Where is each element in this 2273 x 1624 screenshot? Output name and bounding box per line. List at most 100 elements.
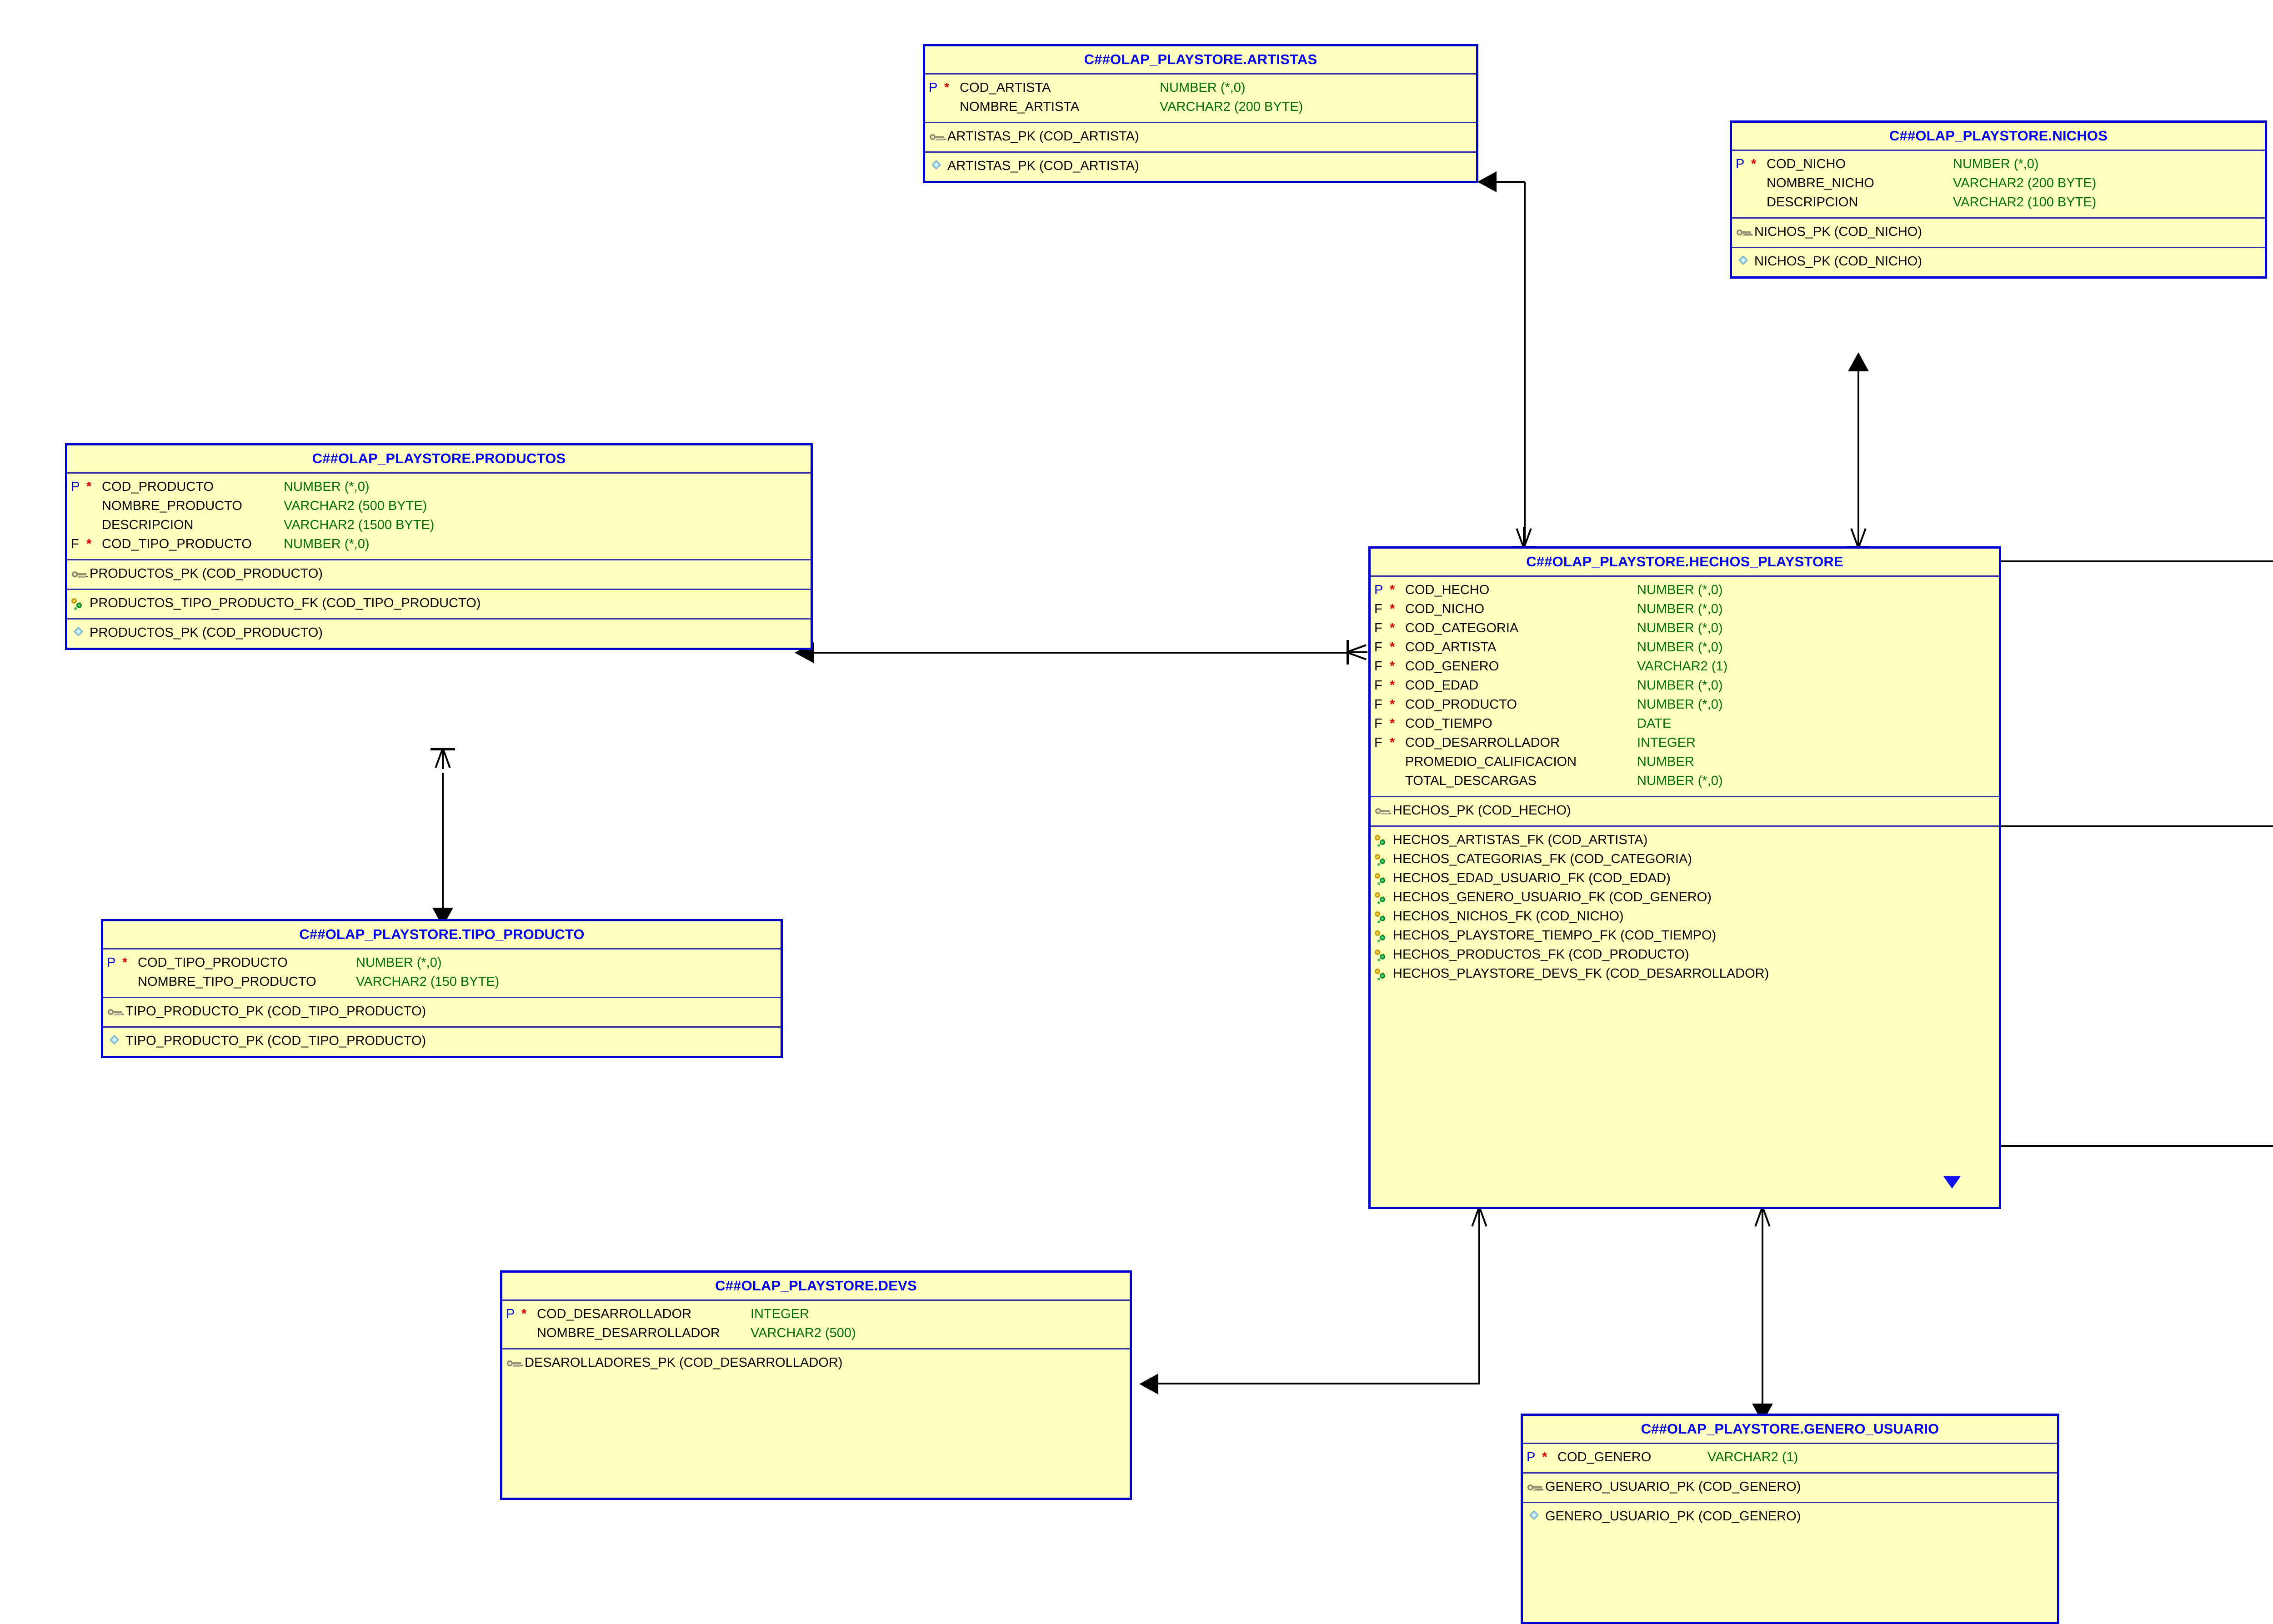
attribute-type: VARCHAR2 (1500 BYTE)	[284, 518, 435, 532]
attribute-name: COD_PRODUCTO	[1405, 697, 1517, 712]
foreign-key-row[interactable]: HECHOS_PRODUCTOS_FK (COD_PRODUCTO)	[1371, 945, 1999, 964]
foreign-key-row[interactable]: HECHOS_EDAD_USUARIO_FK (COD_EDAD)	[1371, 869, 1999, 888]
fk-section-productos: PRODUCTOS_TIPO_PRODUCTO_FK (COD_TIPO_PRO…	[67, 590, 811, 620]
entity-productos[interactable]: C##OLAP_PLAYSTORE.PRODUCTOS P * COD_PROD…	[65, 443, 813, 650]
attribute-type: VARCHAR2 (500 BYTE)	[284, 499, 427, 513]
mandatory-flag: *	[1390, 697, 1395, 712]
attribute-row: P * COD_PRODUCTO NUMBER (*,0)	[67, 478, 811, 497]
foreign-key-row[interactable]: HECHOS_CATEGORIAS_FK (COD_CATEGORIA)	[1371, 850, 1999, 869]
attribute-type: INTEGER	[1637, 735, 1696, 750]
foreign-key-row[interactable]: PRODUCTOS_TIPO_PRODUCTO_FK (COD_TIPO_PRO…	[67, 594, 811, 613]
attribute-name: COD_EDAD	[1405, 678, 1479, 693]
pk-flag: P	[1374, 583, 1383, 597]
connector-hechos-genero-usuario	[1762, 1209, 1763, 1411]
attribute-row: TOTAL_DESCARGAS NUMBER (*,0)	[1371, 772, 1999, 791]
index-label: TIPO_PRODUCTO_PK (COD_TIPO_PRODUCTO)	[125, 1034, 426, 1048]
more-content-triangle[interactable]	[1943, 1176, 1961, 1189]
attribute-section-tipo-producto: P * COD_TIPO_PRODUCTO NUMBER (*,0) NOMBR…	[103, 949, 781, 998]
entity-devs[interactable]: C##OLAP_PLAYSTORE.DEVS P * COD_DESARROLL…	[500, 1270, 1132, 1500]
entity-hechos-playstore[interactable]: C##OLAP_PLAYSTORE.HECHOS_PLAYSTORE P * C…	[1368, 546, 2001, 1209]
constraint-row[interactable]: NICHOS_PK (COD_NICHO)	[1732, 223, 2265, 242]
crowsfoot-hechos-artistas	[1512, 527, 1536, 549]
attribute-type: NUMBER (*,0)	[1953, 157, 2039, 171]
constraint-row[interactable]: TIPO_PRODUCTO_PK (COD_TIPO_PRODUCTO)	[103, 1002, 781, 1021]
fk-key-icon	[1375, 930, 1390, 942]
attribute-name: COD_TIEMPO	[1405, 716, 1492, 731]
key-section-productos: PRODUCTOS_PK (COD_PRODUCTO)	[67, 560, 811, 590]
constraint-row[interactable]: HECHOS_PK (COD_HECHO)	[1371, 801, 1999, 820]
key-section-devs: DESAROLLADORES_PK (COD_DESARROLLADOR)	[502, 1349, 1130, 1378]
attribute-row: F * COD_DESARROLLADOR INTEGER	[1371, 734, 1999, 753]
index-section-productos: PRODUCTOS_PK (COD_PRODUCTO)	[67, 620, 811, 648]
entity-nichos[interactable]: C##OLAP_PLAYSTORE.NICHOS P * COD_NICHO N…	[1730, 120, 2267, 279]
pk-flag: P	[1736, 157, 1745, 171]
constraint-row[interactable]: PRODUCTOS_PK (COD_PRODUCTO)	[67, 565, 811, 584]
pk-key-icon	[506, 1357, 522, 1369]
entity-artistas[interactable]: C##OLAP_PLAYSTORE.ARTISTAS P * COD_ARTIS…	[923, 44, 1478, 183]
attribute-type: NUMBER (*,0)	[356, 955, 442, 970]
constraint-row[interactable]: GENERO_USUARIO_PK (COD_GENERO)	[1523, 1478, 2057, 1497]
foreign-key-row[interactable]: HECHOS_PLAYSTORE_TIEMPO_FK (COD_TIEMPO)	[1371, 926, 1999, 945]
attribute-name: DESCRIPCION	[102, 518, 194, 532]
attribute-section-hechos: P * COD_HECHO NUMBER (*,0) F * COD_NICHO…	[1371, 577, 1999, 797]
attribute-row: F * COD_ARTISTA NUMBER (*,0)	[1371, 638, 1999, 657]
entity-title-tipo-producto: C##OLAP_PLAYSTORE.TIPO_PRODUCTO	[103, 921, 781, 949]
attribute-name: COD_DESARROLLADOR	[1405, 735, 1560, 750]
arrowhead-artistas	[1477, 171, 1497, 192]
attribute-type: NUMBER	[1637, 755, 1694, 769]
fk-flag: F	[1374, 621, 1382, 635]
attribute-name: COD_HECHO	[1405, 583, 1490, 597]
foreign-key-label: HECHOS_PLAYSTORE_TIEMPO_FK (COD_TIEMPO)	[1393, 928, 1717, 943]
index-row[interactable]: NICHOS_PK (COD_NICHO)	[1732, 252, 2265, 271]
constraint-row[interactable]: DESAROLLADORES_PK (COD_DESARROLLADOR)	[502, 1354, 1130, 1373]
attribute-type: VARCHAR2 (200 BYTE)	[1953, 176, 2097, 190]
attribute-row: F * COD_EDAD NUMBER (*,0)	[1371, 676, 1999, 695]
mandatory-flag: *	[1390, 621, 1395, 635]
mandatory-flag: *	[1390, 678, 1395, 693]
key-section-hechos: HECHOS_PK (COD_HECHO)	[1371, 797, 1999, 827]
attribute-name: COD_GENERO	[1557, 1450, 1652, 1464]
index-label: GENERO_USUARIO_PK (COD_GENERO)	[1545, 1509, 1801, 1524]
foreign-key-label: HECHOS_ARTISTAS_FK (COD_ARTISTA)	[1393, 833, 1648, 847]
attribute-row: P * COD_NICHO NUMBER (*,0)	[1732, 155, 2265, 174]
connector-hechos-productos	[814, 652, 1348, 654]
connector-hechos-devs-vertical	[1478, 1209, 1480, 1384]
foreign-key-row[interactable]: HECHOS_GENERO_USUARIO_FK (COD_GENERO)	[1371, 888, 1999, 907]
connector-hechos-edad-usuario	[2000, 1145, 2273, 1147]
crowsfoot-hechos-nichos	[1846, 527, 1871, 549]
pk-flag: P	[506, 1307, 515, 1321]
fk-key-icon	[1375, 949, 1390, 961]
index-row[interactable]: GENERO_USUARIO_PK (COD_GENERO)	[1523, 1507, 2057, 1526]
fk-key-icon	[1375, 892, 1390, 904]
connector-hechos-artistas-vertical	[1524, 182, 1526, 548]
attribute-type: VARCHAR2 (500)	[751, 1326, 856, 1340]
index-section-nichos: NICHOS_PK (COD_NICHO)	[1732, 248, 2265, 276]
index-row[interactable]: TIPO_PRODUCTO_PK (COD_TIPO_PRODUCTO)	[103, 1032, 781, 1051]
crowsfoot-hechos-productos	[1346, 640, 1367, 665]
attribute-row: DESCRIPCION VARCHAR2 (100 BYTE)	[1732, 193, 2265, 212]
constraint-label: HECHOS_PK (COD_HECHO)	[1393, 803, 1571, 818]
entity-title-devs: C##OLAP_PLAYSTORE.DEVS	[502, 1273, 1130, 1301]
foreign-key-row[interactable]: HECHOS_NICHOS_FK (COD_NICHO)	[1371, 907, 1999, 926]
entity-tipo-producto[interactable]: C##OLAP_PLAYSTORE.TIPO_PRODUCTO P * COD_…	[101, 919, 783, 1058]
fk-key-icon	[1375, 968, 1390, 980]
index-label: NICHOS_PK (COD_NICHO)	[1754, 254, 1922, 269]
entity-genero-usuario[interactable]: C##OLAP_PLAYSTORE.GENERO_USUARIO P * COD…	[1521, 1414, 2059, 1624]
connector-hechos-categorias	[2000, 825, 2273, 827]
mandatory-flag: *	[86, 537, 92, 551]
index-section-artistas: ARTISTAS_PK (COD_ARTISTA)	[925, 153, 1476, 181]
index-row[interactable]: ARTISTAS_PK (COD_ARTISTA)	[925, 157, 1476, 176]
foreign-key-row[interactable]: HECHOS_PLAYSTORE_DEVS_FK (COD_DESARROLLA…	[1371, 964, 1999, 984]
attribute-type: VARCHAR2 (1)	[1707, 1450, 1798, 1464]
entity-title-productos: C##OLAP_PLAYSTORE.PRODUCTOS	[67, 445, 811, 474]
attribute-name: COD_TIPO_PRODUCTO	[102, 537, 252, 551]
fk-section-hechos: HECHOS_ARTISTAS_FK (COD_ARTISTA) HECHOS_…	[1371, 827, 1999, 989]
index-row[interactable]: PRODUCTOS_PK (COD_PRODUCTO)	[67, 624, 811, 643]
attribute-section-productos: P * COD_PRODUCTO NUMBER (*,0) NOMBRE_PRO…	[67, 474, 811, 560]
attribute-name: COD_CATEGORIA	[1405, 621, 1519, 635]
pk-key-icon	[1527, 1481, 1542, 1493]
attribute-name: COD_DESARROLLADOR	[537, 1307, 692, 1321]
constraint-row[interactable]: ARTISTAS_PK (COD_ARTISTA)	[925, 127, 1476, 146]
foreign-key-row[interactable]: HECHOS_ARTISTAS_FK (COD_ARTISTA)	[1371, 831, 1999, 850]
mandatory-flag: *	[1390, 640, 1395, 655]
